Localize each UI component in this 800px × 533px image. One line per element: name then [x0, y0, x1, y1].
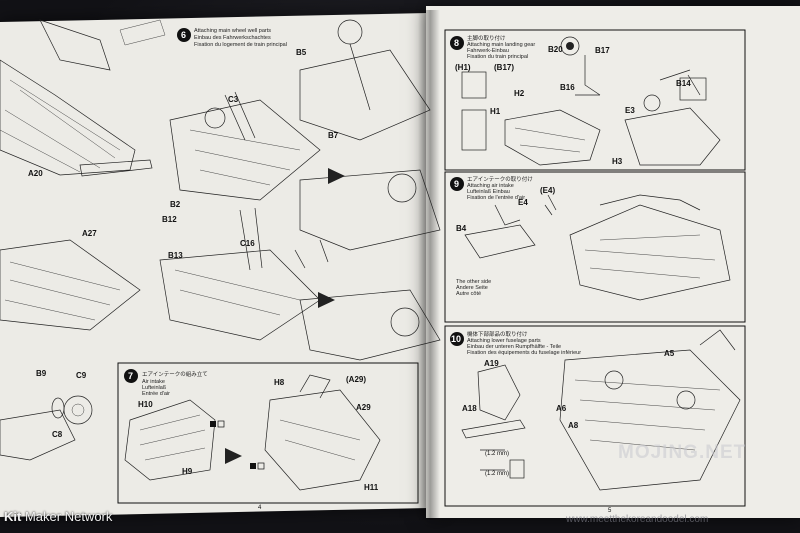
step-10-title-de: Einbau der unteren Rumpfhälfte - Teile: [467, 344, 561, 350]
callout-a29-ref: (A29): [346, 375, 366, 384]
step-9-number: 9: [454, 179, 459, 189]
kitmaker-watermark: Kit Maker Network: [4, 509, 112, 524]
step-6-title-fr: Fixation du logement de train principal: [194, 42, 287, 48]
callout-b4: B4: [456, 224, 467, 233]
step-7-title-jp: エアインテークの組み立て: [142, 370, 208, 378]
step-10-title-fr: Fixation des équipements du fuselage inf…: [467, 350, 581, 356]
step-8-title-en: Attaching main landing gear: [467, 42, 535, 48]
book-gutter: [418, 10, 440, 520]
step-10-title-en: Attaching lower fuselage parts: [467, 338, 541, 344]
step-10-panel: 10 機体下部部品の取り付け Attaching lower fuselage …: [444, 325, 746, 507]
callout-b16: B16: [560, 83, 575, 92]
callout-1-2mm-a: (1.2 mm): [485, 451, 509, 457]
step-8-number: 8: [454, 38, 459, 48]
callout-h11: H11: [364, 483, 379, 492]
callout-a6: A6: [556, 404, 567, 413]
callout-h9: H9: [182, 467, 193, 476]
step-6-title-en: Attaching main wheel well parts: [194, 28, 271, 34]
callout-c8: C8: [52, 430, 63, 439]
step-8-title-jp: 主脚の取り付け: [467, 34, 506, 42]
wing-diagram: [0, 19, 166, 461]
callout-c3: C3: [228, 95, 239, 104]
callout-c16: C16: [240, 239, 255, 248]
watermark-brand-kit: Kit: [4, 509, 22, 524]
callout-h2: H2: [514, 89, 525, 98]
callout-c9: C9: [76, 371, 87, 380]
callout-a27: A27: [82, 229, 97, 238]
callout-a18: A18: [462, 404, 477, 413]
step-8-title-de: Fahrwerk-Einbau: [467, 48, 509, 54]
step-10-number: 10: [451, 334, 461, 344]
step-7-number: 7: [128, 371, 133, 381]
callout-a20: A20: [28, 169, 43, 178]
step-8-title-fr: Fixation du train principal: [467, 54, 528, 60]
step-6-number: 6: [181, 30, 186, 40]
callout-a19: A19: [484, 359, 499, 368]
watermark-brand-rest: Maker Network: [24, 509, 113, 524]
callout-a8: A8: [568, 421, 579, 430]
site-logo-watermark: MOJING.NET: [618, 442, 747, 463]
callout-h1: H1: [490, 107, 501, 116]
callout-b5: B5: [296, 48, 307, 57]
step-7-panel: 7 エアインテークの組み立て Air intake Lufteinlaß Ent…: [117, 362, 419, 504]
step-9-title-fr: Fixation de l'entrée d'air: [467, 195, 525, 201]
step-9-panel: 9 エアインテークの取り付け Attaching air intake Luft…: [444, 171, 746, 323]
callout-a29: A29: [356, 403, 371, 412]
callout-b12: B12: [162, 215, 177, 224]
callout-h8: H8: [274, 378, 285, 387]
callout-b2: B2: [170, 200, 181, 209]
callout-h10: H10: [138, 400, 153, 409]
other-side-de: Andere Seite: [456, 285, 488, 291]
callout-b20: B20: [548, 45, 563, 54]
step-10-title-jp: 機体下部部品の取り付け: [467, 330, 528, 338]
callout-b9: B9: [36, 369, 47, 378]
step-6-title-de: Einbau des Fahrwerkschachtes: [194, 35, 271, 41]
step-6-badge: [177, 28, 191, 42]
step-9-title-jp: エアインテークの取り付け: [467, 175, 533, 183]
step-9-title-de: Lufteinlaß Einbau: [467, 189, 510, 195]
page-number-left: 4: [258, 505, 262, 511]
other-side-fr: Autre côté: [456, 291, 481, 297]
step-8-badge: [450, 36, 464, 50]
callout-h3: H3: [612, 157, 623, 166]
step-6-panel: 6 Attaching main wheel well parts Einbau…: [159, 19, 441, 361]
step-7-title-de: Lufteinlaß: [142, 385, 167, 391]
step-9-badge: [450, 177, 464, 191]
page-number-right: 5: [608, 508, 612, 514]
step-8-panel: 8 主脚の取り付け Attaching main landing gear Fa…: [444, 29, 746, 171]
callout-a5: A5: [664, 349, 675, 358]
step-9-title-en: Attaching air intake: [467, 183, 514, 189]
callout-1-2mm-b: (1.2 mm): [485, 471, 509, 477]
callout-e4: E4: [518, 198, 528, 207]
site-url-watermark: www.meetthekoreandoodel.com: [566, 514, 709, 525]
step-7-badge: [124, 369, 138, 383]
other-side-en: The other side: [456, 279, 491, 285]
callout-h1-ref: (H1): [455, 63, 471, 72]
callout-b13: B13: [168, 251, 183, 260]
callout-b14: B14: [676, 79, 691, 88]
callout-e4-ref: (E4): [540, 186, 555, 195]
instruction-page-right: [426, 6, 800, 518]
step-10-badge: [450, 332, 464, 346]
callout-b17-ref: (B17): [494, 63, 514, 72]
callout-b7: B7: [328, 131, 339, 140]
callout-b17: B17: [595, 46, 610, 55]
step-7-title-fr: Entrée d'air: [142, 391, 170, 397]
step-7-title-en: Air intake: [142, 379, 165, 385]
callout-e3: E3: [625, 106, 635, 115]
